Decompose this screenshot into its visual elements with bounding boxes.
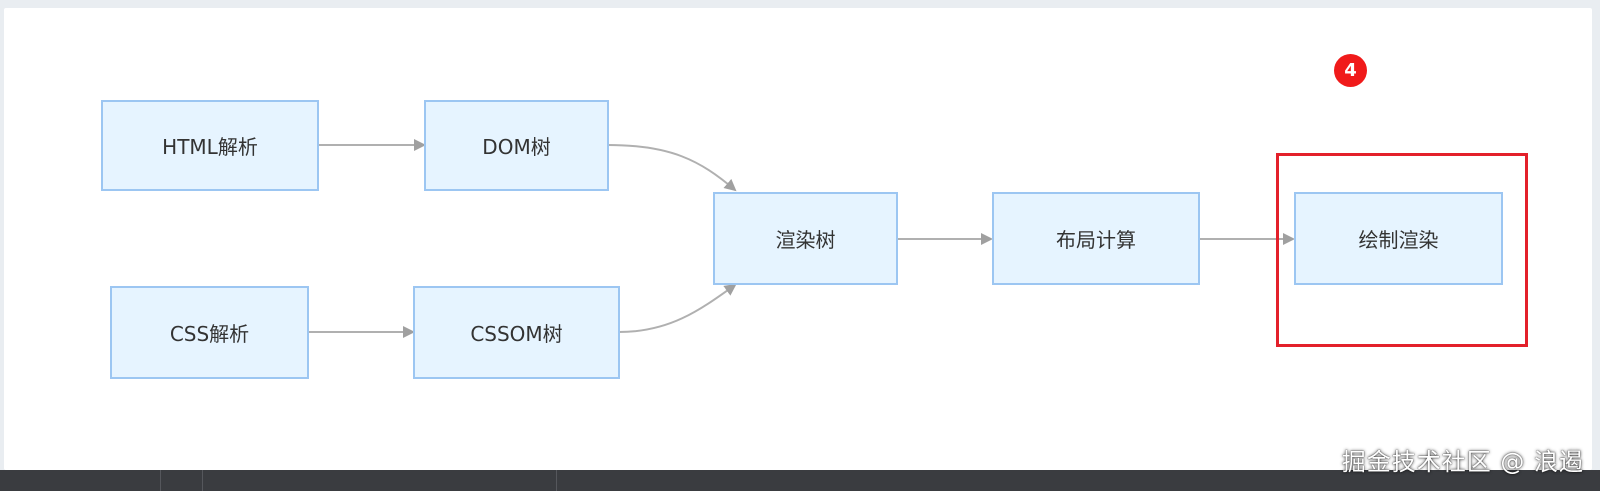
- watermark: 掘金技术社区 @ 浪遏: [1341, 448, 1584, 476]
- strip-divider: [202, 470, 203, 491]
- node-cssom-tree: CSSOM树: [413, 286, 620, 379]
- node-dom-tree-label: DOM树: [482, 135, 551, 159]
- bottom-strip: [0, 470, 1600, 491]
- node-css-parse: CSS解析: [110, 286, 309, 379]
- node-layout: 布局计算: [992, 192, 1200, 285]
- strip-divider: [160, 470, 161, 491]
- step-badge-number: 4: [1344, 60, 1357, 81]
- node-render-tree-label: 渲染树: [775, 228, 836, 252]
- node-css-parse-label: CSS解析: [169, 322, 250, 346]
- node-layout-label: 布局计算: [1056, 228, 1136, 252]
- node-render-tree: 渲染树: [713, 192, 898, 285]
- node-html-parse-label: HTML解析: [162, 135, 258, 159]
- node-cssom-tree-label: CSSOM树: [470, 322, 563, 346]
- node-html-parse: HTML解析: [101, 100, 319, 191]
- node-paint-label: 绘制渲染: [1358, 228, 1439, 252]
- node-dom-tree: DOM树: [424, 100, 609, 191]
- highlight-box: [1276, 153, 1528, 347]
- node-paint: 绘制渲染: [1294, 192, 1503, 285]
- step-badge: 4: [1334, 54, 1367, 87]
- strip-divider: [556, 470, 557, 491]
